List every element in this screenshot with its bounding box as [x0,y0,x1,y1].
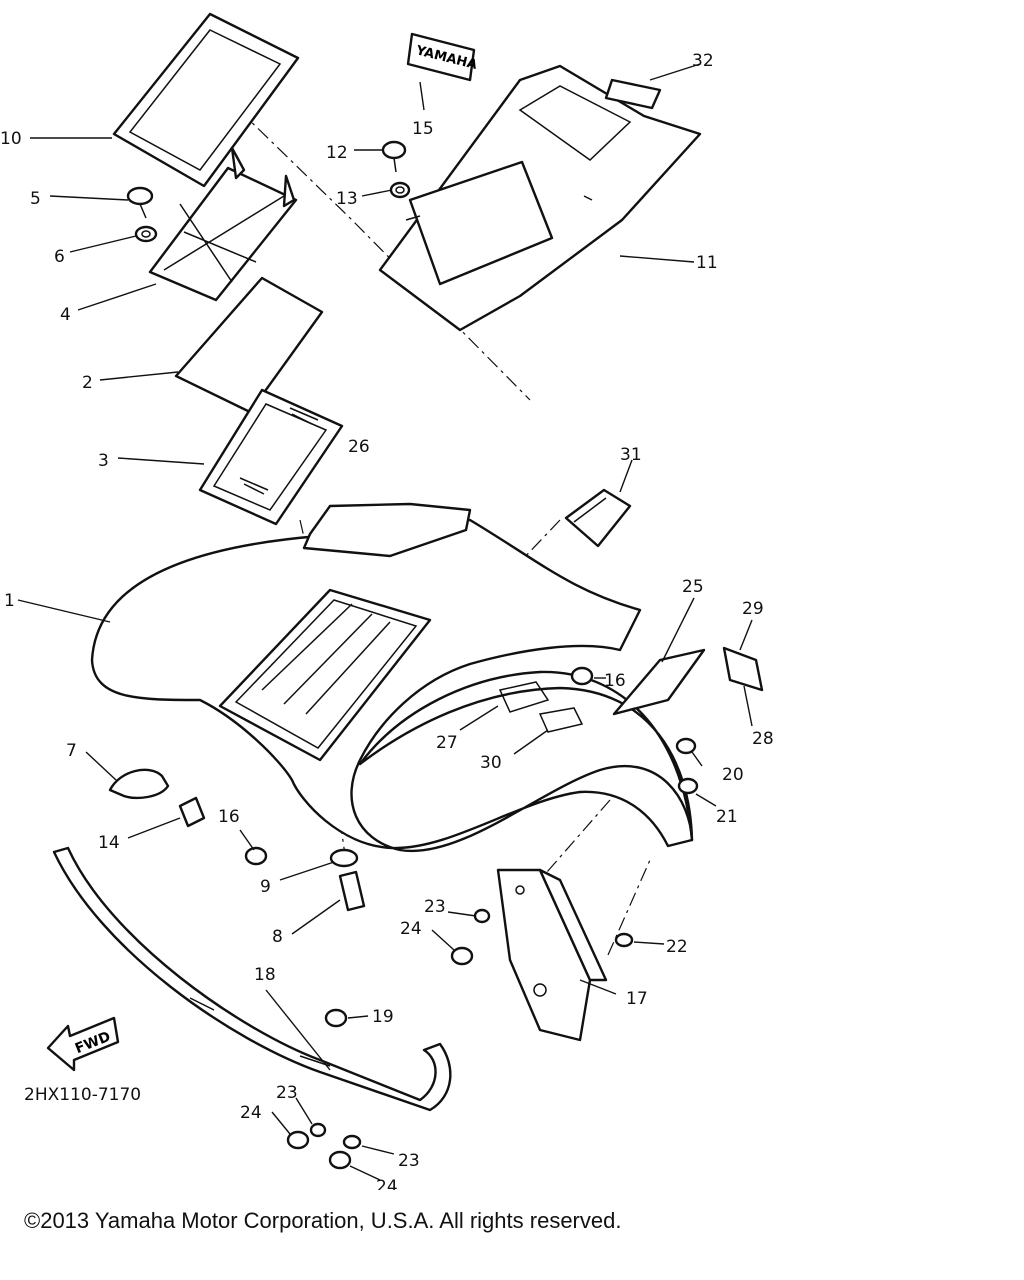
label-29: 29 [742,599,764,619]
part-decal-28-29 [722,646,764,692]
part-cable-7 [108,768,170,800]
label-27: 27 [436,733,458,753]
label-5: 5 [30,189,41,209]
label-26: 26 [348,437,370,457]
part-number-labels: 1 2 3 4 5 6 7 8 9 10 11 12 13 14 15 16 1… [0,51,774,1190]
part-nut-13 [389,181,411,199]
label-7: 7 [66,741,77,761]
part-washer-6 [134,225,158,243]
label-18: 18 [254,965,276,985]
label-31: 31 [620,445,642,465]
label-2: 2 [82,373,93,393]
label-11: 11 [696,253,718,273]
label-8: 8 [272,927,283,947]
label-4: 4 [60,305,71,325]
part-screw-5 [126,186,154,219]
label-23-b: 23 [276,1083,298,1103]
part-grommet-8 [338,870,366,912]
part-pad [174,276,324,414]
label-24-a: 24 [400,919,422,939]
label-14: 14 [98,833,120,853]
part-nuts-washers [286,908,491,1170]
label-19: 19 [372,1007,394,1027]
part-guard-bar-18 [52,846,452,1112]
part-bolt-19 [324,1008,348,1028]
label-16-lower: 16 [218,807,240,827]
label-16-upper: 16 [604,671,626,691]
part-mesh-frame [198,388,344,526]
part-bolt-16-upper [570,666,594,686]
part-bolt-22 [614,932,634,948]
part-duct-31 [564,488,632,548]
copyright-notice: ©2013 Yamaha Motor Corporation, U.S.A. A… [24,1208,622,1233]
label-24-b: 24 [240,1103,262,1123]
label-24-c: 24 [376,1177,398,1190]
label-32: 32 [692,51,714,71]
label-30: 30 [480,753,502,773]
label-17: 17 [626,989,648,1009]
part-seat-frame [112,12,300,188]
part-bolt-20 [675,737,697,755]
fwd-arrow-icon: FWD [46,1016,120,1072]
part-clip-14 [178,796,206,828]
label-13: 13 [336,189,358,209]
part-bracket-25 [612,648,706,716]
part-decal-32 [604,78,662,110]
part-bolt-12 [381,140,407,173]
label-20: 20 [722,765,744,785]
label-leader-lines [17,63,753,1181]
part-fender-body [90,518,694,853]
label-10: 10 [0,129,22,149]
part-mud-guard-17 [496,868,608,1042]
part-collar-9 [329,848,359,868]
part-seat-bracket [148,146,298,302]
drawing-number: 2HX110-7170 [24,1085,141,1105]
label-25: 25 [682,577,704,597]
label-1: 1 [4,591,15,611]
label-21: 21 [716,807,738,827]
label-3: 3 [98,451,109,471]
part-yamaha-emblem: YAMAHA [406,32,478,82]
label-28: 28 [752,729,774,749]
label-9: 9 [260,877,271,897]
part-flap-26 [302,502,472,558]
label-22: 22 [666,937,688,957]
part-rear-cover [378,64,702,332]
part-bolt-21 [677,777,699,795]
label-23-a: 23 [424,897,446,917]
label-12: 12 [326,143,348,163]
parts-diagram: YAMAHA [0,12,774,1190]
label-6: 6 [54,247,65,267]
part-bolt-16-lower [244,846,268,866]
label-15: 15 [412,119,434,139]
label-23-c: 23 [398,1151,420,1171]
